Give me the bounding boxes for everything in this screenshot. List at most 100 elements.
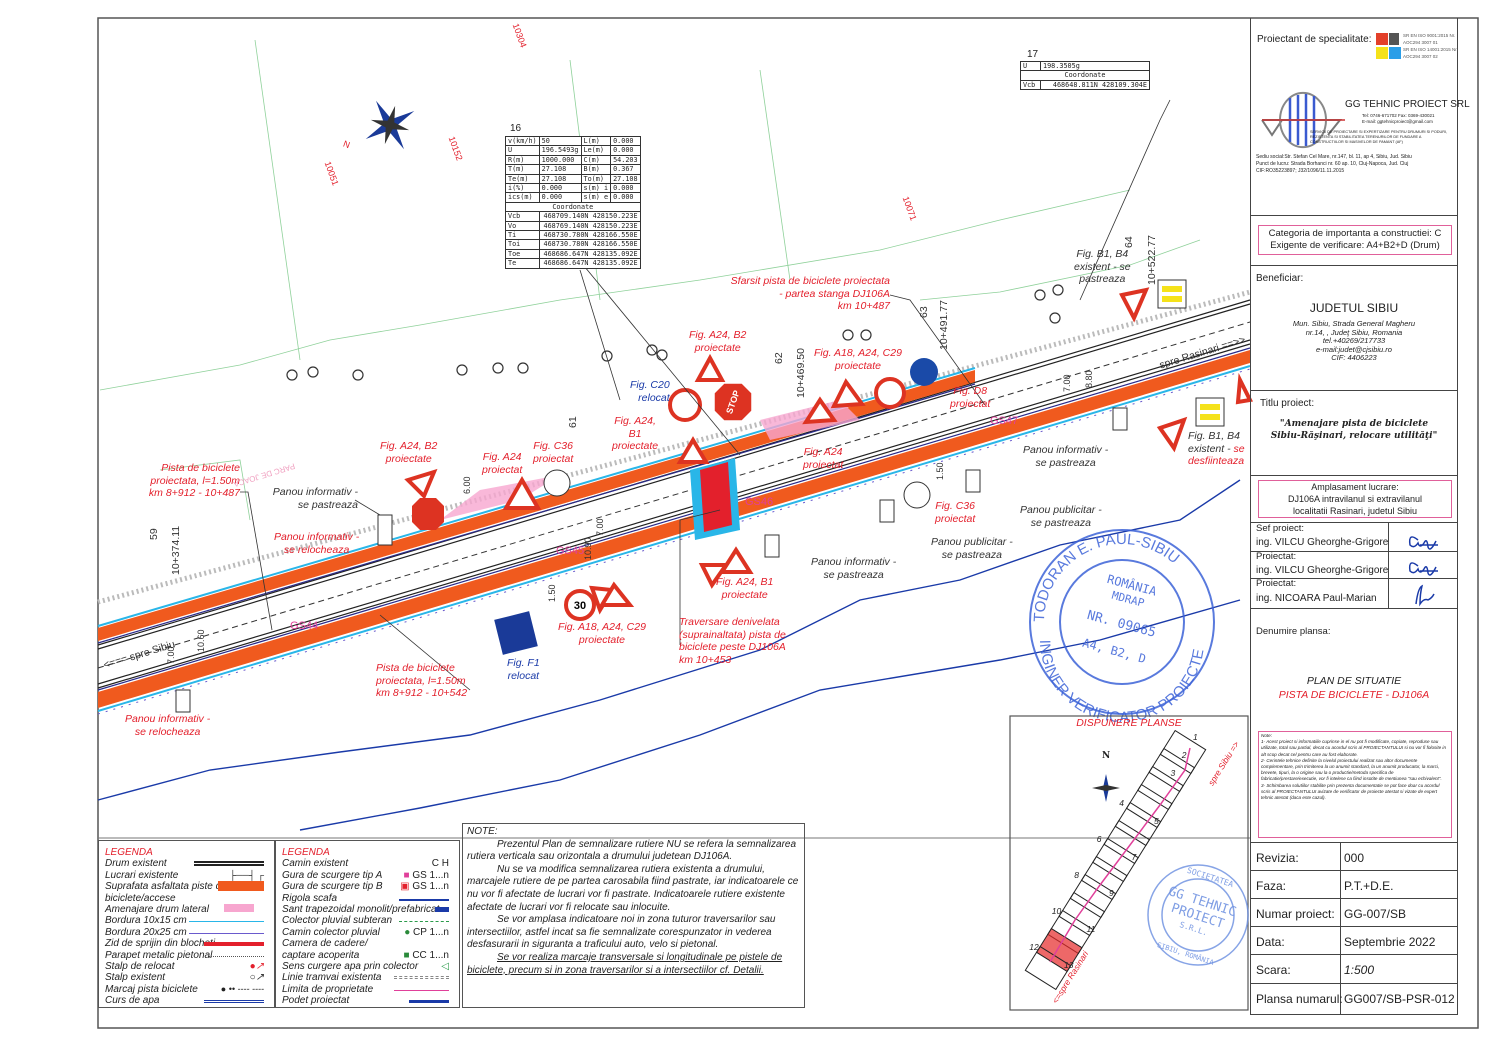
legend-item: Limita de proprietate — [282, 984, 453, 995]
field-label: Scara: — [1256, 963, 1291, 977]
curve-table-number: 17 — [1027, 49, 1039, 60]
legend-label: Suprafata asfaltata piste de — [105, 881, 227, 893]
title-block — [1250, 18, 1458, 1015]
legend-symbol-icon — [394, 984, 449, 991]
inset-sheet-13 — [1024, 945, 1072, 991]
person-name: ing. NICOARA Paul-Marian — [1256, 593, 1377, 604]
legend-label: Curs de apa — [105, 995, 160, 1007]
legend-item-pole-to-relocate: Stalp de relocat●↗ — [105, 961, 268, 972]
legend-item: Sens curgere apa prin colector◁ — [282, 961, 453, 972]
station-number: 63 — [918, 306, 930, 318]
curve-cell: U — [505, 145, 540, 156]
legend-symbol-icon: ■ GS 1...n — [403, 869, 449, 881]
note-paragraph: Se vor realiza marcaje transversale si l… — [467, 951, 783, 976]
legend-item: Colector pluvial subteran — [282, 915, 453, 926]
curve-cell: 0.367 — [610, 164, 641, 175]
curve-cell: s(m) e — [580, 192, 612, 203]
inset-sheet-number: 7 — [1131, 852, 1137, 862]
coord-title: Coordonate — [1020, 70, 1150, 81]
inset-sheet-6 — [1103, 819, 1151, 865]
inset-sheet-number: 4 — [1119, 798, 1124, 808]
company-address: Sediu social:Str. Stefan Cel Mare, nr.14… — [1256, 154, 1412, 174]
legend-symbol-icon — [194, 858, 264, 867]
coord-point: Toe — [505, 248, 540, 260]
legend-symbol-icon — [209, 950, 264, 957]
curve-cell: ics(m) — [505, 192, 540, 203]
project-title-label: Titlu proiect: — [1260, 398, 1315, 409]
field-value: GG007/SB-PSR-012 — [1344, 992, 1455, 1006]
inset-sheet-5 — [1114, 801, 1162, 847]
beneficiary-address: Mun. Sibiu, Strada General Magheru nr.14… — [1292, 319, 1416, 363]
stamp-grades: A4, B2, D — [1081, 636, 1147, 666]
sheet-subtitle: PISTA DE BICICLETE - DJ106A — [1278, 689, 1430, 701]
station-number: 61 — [567, 416, 579, 428]
signature-column-divider — [1388, 522, 1389, 608]
curve-cell: 1000.000 — [538, 154, 582, 166]
station-number: 59 — [148, 528, 160, 540]
person-name: ing. VILCU Gheorghe-Grigore — [1256, 537, 1389, 548]
warning-triangles — [404, 287, 1253, 615]
inset-sheet-number: 3 — [1170, 768, 1176, 778]
dimension: 1.50 — [547, 584, 557, 602]
inset-sheet-3 — [1137, 765, 1184, 811]
legend-label: Bordura 10x15 cm — [105, 915, 187, 927]
inset-frame — [1009, 715, 1249, 1011]
curve-cell: R(m) — [505, 154, 540, 166]
inset-sheet-1 — [1159, 729, 1207, 775]
legend-item: Camin colector pluvial● CP 1...n — [282, 927, 453, 938]
sheet-name-label: Denumire plansa: — [1256, 626, 1331, 637]
sign-f1-blue — [494, 611, 538, 655]
sign-label: Fig. A18, A24, C29 proiectate — [814, 347, 902, 372]
legend-label: captare acoperita — [282, 949, 360, 961]
curve-cell: 0.000 — [610, 183, 641, 194]
company-name: GG TEHNIC PROIECT SRL — [1345, 99, 1470, 110]
company-stamp-top: SOCIETATEA — [1186, 866, 1235, 889]
coord-value: 468730.780N 428166.550E — [538, 239, 641, 250]
station-chainage: 10+469.50 — [795, 348, 807, 398]
field-value: 000 — [1344, 851, 1365, 865]
person-role: Proiectat: — [1256, 578, 1297, 589]
water-course — [97, 479, 1241, 831]
dimension: 7.00 — [166, 646, 176, 664]
bike-lane-right — [97, 347, 1251, 715]
field-value: Septembrie 2022 — [1344, 935, 1436, 949]
legal-notes: Note: 1- Acest proiect si informatiile c… — [1258, 731, 1452, 838]
curve-cell: 0.000 — [610, 135, 641, 147]
curve-cell: C(m) — [580, 154, 612, 166]
sign-label: Fig. A24 proiectat — [482, 451, 523, 476]
legend-label: Marcaj pista biciclete — [105, 983, 198, 995]
beneficiary-name: JUDETUL SIBIU — [1309, 301, 1399, 315]
curve-cell: 27.108 — [538, 164, 582, 175]
legend-item-retaining-wall: Zid de sprijin din blocheti — [105, 938, 268, 949]
sign-label: Fig. A24 proiectat — [803, 446, 844, 471]
bike-lane-label: Pista de biciclete proiectata, l=1.50m k… — [148, 462, 240, 499]
legend-item: Sant trapezoidal monolit/prefabricat — [282, 904, 453, 915]
legend-item-curb-20x25: Bordura 20x25 cm — [105, 927, 268, 938]
existing-poles — [286, 284, 1064, 381]
dimension: 7.00 — [595, 518, 605, 536]
ad-panel-label: Panou publicitar - se pastreaza — [1020, 504, 1102, 529]
coord-point: Toi — [505, 239, 540, 250]
inset-sheet-number: 12 — [1029, 942, 1039, 952]
inset-route — [1049, 747, 1191, 963]
inset-north-icon — [1092, 774, 1120, 802]
legend-symbol-icon — [204, 938, 264, 947]
legend-symbol-icon: ● CP 1...n — [404, 926, 449, 938]
sign-label: Fig. C20 relocat — [630, 379, 670, 404]
legend-symbol-icon — [218, 881, 264, 892]
sign-label: Fig. C36 proiectat — [935, 500, 976, 525]
station-chainage: 10+491.77 — [938, 300, 950, 350]
divider — [1250, 215, 1458, 216]
iso-certification-logo — [1376, 33, 1401, 59]
field-row: Revizia: 000 — [1250, 842, 1458, 870]
legend-item: captare acoperita■ CC 1...n — [282, 950, 453, 961]
curve-table-number: 16 — [510, 123, 522, 134]
legend-symbol-icon — [394, 972, 449, 980]
